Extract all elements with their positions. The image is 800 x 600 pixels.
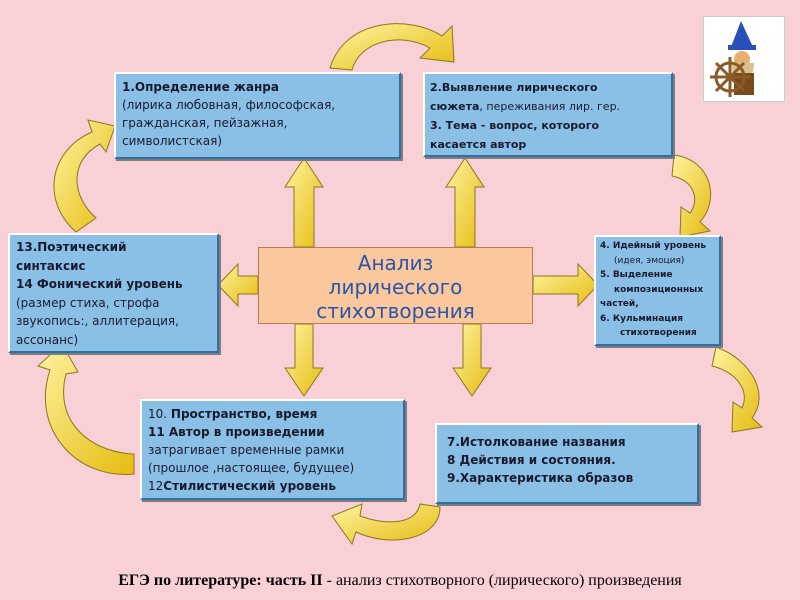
wizard-at-ship-wheel-image <box>703 16 785 102</box>
box-plot-theme: 2.Выявление лирического сюжета, пережива… <box>423 72 673 157</box>
center-title-line-2: лирического <box>328 275 463 299</box>
box-idea-text: (идея, эмоция) <box>614 255 685 266</box>
footer-caption-bold: ЕГЭ по литературе: часть II <box>118 572 323 589</box>
center-title-box: Анализ лирического стихотворения <box>258 247 533 324</box>
box-theme-title: 3. Тема - вопрос, которого <box>430 119 600 132</box>
box-genre-text-3: символистская) <box>122 134 223 148</box>
box-space-number: 10. <box>148 407 171 421</box>
box-genre-title: 1.Определение жанра <box>122 80 279 94</box>
footer-caption-rest: - анализ стихотворного (лирического) про… <box>322 572 682 589</box>
box-phonetics-text-2: звукопись:, аллитерация, <box>16 314 179 328</box>
arrow-up-left <box>284 157 324 248</box>
box-title-interpretation: 7.Истолкование названия <box>447 435 626 449</box>
curve-arrow-7-10 <box>331 503 441 546</box>
box-genre-text-2: гражданская, пейзажная, <box>122 116 288 130</box>
box-style-title: Стилистический уровень <box>163 479 337 493</box>
curve-arrow-13-1 <box>53 119 116 233</box>
curve-arrow-10-13 <box>37 343 135 475</box>
center-title-line-3: стихотворения <box>316 299 475 323</box>
box-phonetics-text-3: ассонанс) <box>16 332 79 347</box>
box-genre-text-1: (лирика любовная, философская, <box>122 98 336 112</box>
box-phonetics-title: 14 Фонический уровень <box>16 277 183 291</box>
arrow-right <box>532 262 599 308</box>
curve-arrow-2-4 <box>671 154 712 238</box>
box-plot-title: 2.Выявление лирического <box>430 81 598 94</box>
box-author-text-2: (прошлое ,настоящее, будущее) <box>148 461 355 475</box>
box-syntax-text: синтаксис <box>16 258 86 273</box>
box-title-images: 7.Истолкование названия 8 Действия и сос… <box>435 423 699 504</box>
box-climax-title: 6. Кульминация <box>600 313 684 324</box>
box-genre: 1.Определение жанра (лирика любовная, фи… <box>114 72 401 159</box>
box-images: 9.Характеристика образов <box>447 471 634 485</box>
box-phonetics-text-1: (размер стиха, строфа <box>16 295 160 310</box>
box-style-number: 12 <box>148 479 164 493</box>
box-composition-text-1: композиционных <box>614 284 704 295</box>
curve-arrow-4-7 <box>711 346 764 433</box>
box-composition-text-2: частей, <box>600 299 639 309</box>
box-syntax-title: 13.Поэтический <box>16 240 127 254</box>
arrow-left <box>217 262 259 308</box>
box-theme-text: касается автор <box>430 138 527 151</box>
box-climax-text: стихотворения <box>620 328 697 338</box>
box-plot-feelings: , переживания лир. гер. <box>479 100 621 113</box>
box-composition-title: 5. Выделение <box>600 270 673 280</box>
box-space-time: 10. Пространство, время 11 Автор в произ… <box>140 399 405 500</box>
curve-arrow-1-2 <box>329 23 455 71</box>
arrow-up-right <box>445 157 485 248</box>
box-space-title: Пространство, время <box>170 407 318 421</box>
box-actions-states: 8 Действия и состояния. <box>447 453 616 467</box>
footer-caption: ЕГЭ по литературе: часть II - анализ сти… <box>0 572 800 590</box>
arrow-down-left <box>284 323 324 397</box>
box-author-text-1: затрагивает временные рамки <box>148 443 345 457</box>
wizard-icon <box>710 21 756 97</box>
box-idea-composition: 4. Идейный уровень (идея, эмоция) 5. Выд… <box>594 235 721 346</box>
box-syntax-phonetics: 13.Поэтический синтаксис 14 Фонический у… <box>8 233 219 353</box>
center-title-line-1: Анализ <box>357 251 434 275</box>
box-author-title: 11 Автор в произведении <box>148 425 325 439</box>
box-plot-text: сюжета, переживания лир. гер. <box>430 97 666 116</box>
arrow-down-right <box>452 323 492 397</box>
box-plot-subject: сюжета <box>430 100 480 113</box>
box-idea-title: 4. Идейный уровень <box>600 241 707 251</box>
